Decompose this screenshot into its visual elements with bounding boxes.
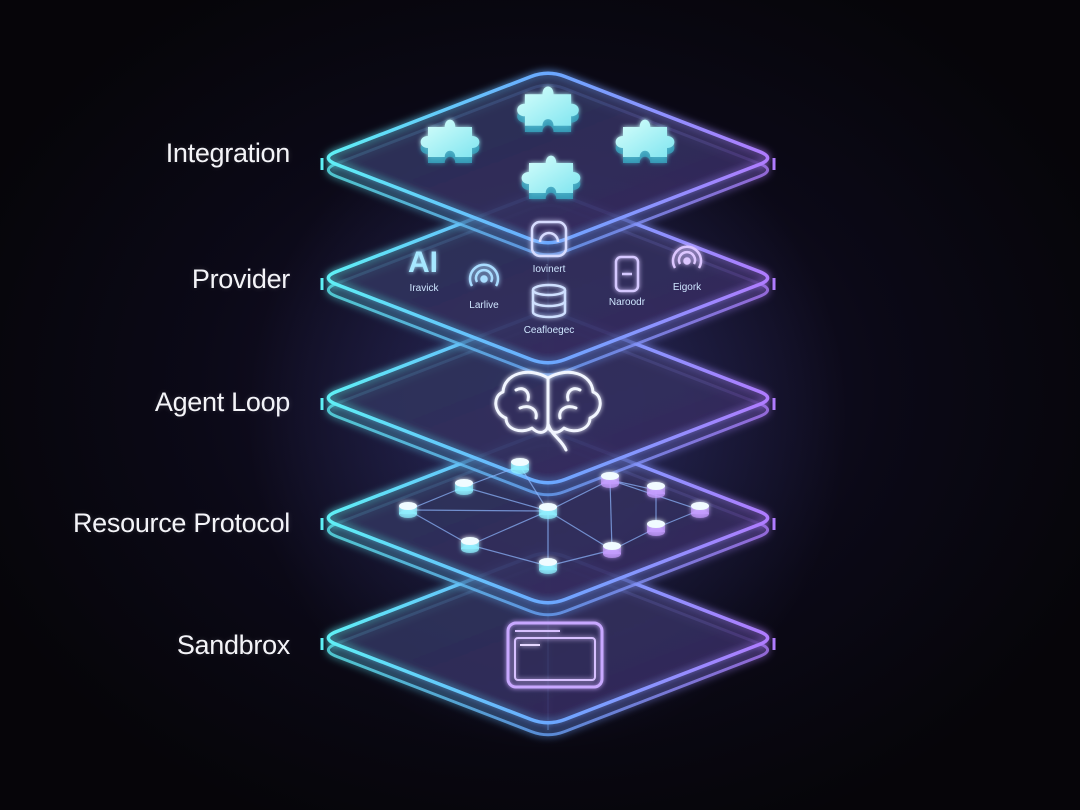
layer-label-integration: Integration bbox=[165, 138, 291, 168]
puzzle-piece-icon bbox=[615, 119, 675, 163]
puzzle-piece-icon bbox=[420, 119, 480, 163]
signal-provider-label: Larlive bbox=[469, 300, 499, 311]
network-node bbox=[399, 502, 417, 518]
terminal-window-icon bbox=[506, 621, 604, 689]
network-node bbox=[647, 482, 665, 498]
network-link bbox=[547, 479, 611, 512]
network-link bbox=[407, 509, 549, 512]
router-icon bbox=[530, 220, 568, 258]
network-node bbox=[601, 472, 619, 488]
network-node bbox=[461, 537, 479, 553]
network-node bbox=[511, 458, 529, 474]
device-provider-label: Naroodr bbox=[609, 297, 646, 308]
ai-provider-label: Iravick bbox=[410, 283, 440, 294]
brain-icon bbox=[494, 370, 602, 452]
network-node bbox=[647, 520, 665, 536]
puzzle-piece-icon bbox=[521, 155, 581, 199]
provider-icons: AI Iravick Larlive Iovinert Ceafloegec bbox=[408, 220, 703, 336]
network-node bbox=[691, 502, 709, 518]
network-link bbox=[469, 510, 549, 546]
ai-icon: AI bbox=[408, 246, 438, 279]
puzzle-piece-icon bbox=[517, 86, 579, 133]
broadcast-icon bbox=[671, 245, 703, 269]
network-node bbox=[603, 542, 621, 558]
network-link bbox=[463, 486, 549, 512]
signal-icon bbox=[468, 263, 500, 287]
database-icon bbox=[531, 283, 567, 319]
network-link bbox=[469, 544, 549, 567]
router-provider-label: Iovinert bbox=[533, 264, 566, 275]
network-link bbox=[407, 486, 465, 511]
network-link bbox=[519, 465, 549, 512]
database-provider-label: Ceafloegec bbox=[524, 325, 575, 336]
broadcast-provider-label: Eigork bbox=[673, 282, 702, 293]
network-node bbox=[539, 558, 557, 574]
network-link bbox=[547, 510, 613, 551]
network-link bbox=[609, 479, 613, 551]
device-icon bbox=[614, 255, 640, 293]
layer-label-sandbox: Sandbrox bbox=[176, 630, 290, 660]
network-link bbox=[463, 465, 521, 488]
plate-sandbox bbox=[320, 551, 776, 737]
plate-provider bbox=[320, 191, 776, 377]
network-node bbox=[455, 479, 473, 495]
network-link bbox=[407, 509, 471, 546]
network-node-icon bbox=[399, 458, 709, 574]
network-link bbox=[547, 549, 613, 567]
layer-label-resource-protocol: Resource Protocol bbox=[72, 508, 290, 538]
network-node bbox=[539, 503, 557, 519]
